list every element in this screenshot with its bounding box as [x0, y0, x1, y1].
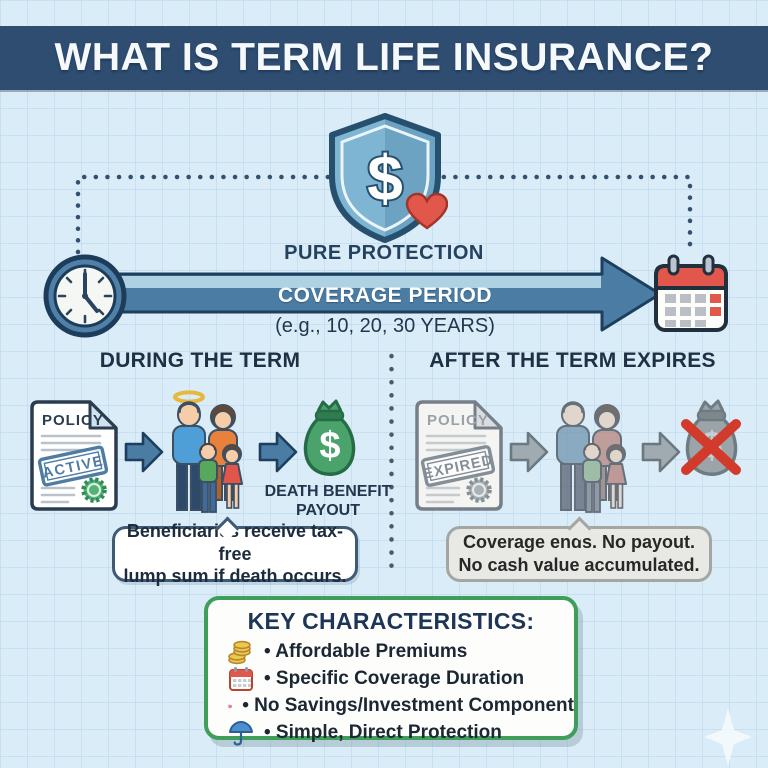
list-item: • Simple, Direct Protection — [228, 720, 574, 746]
halo-icon — [173, 390, 205, 404]
coverage-period-label: COVERAGE PERIOD — [277, 284, 493, 307]
clock-icon — [43, 254, 127, 338]
red-x-icon — [681, 419, 741, 475]
flow-arrow — [258, 431, 298, 473]
death-benefit-payout-label: DEATH BENEFIT PAYOUT — [264, 483, 392, 520]
money-bag-icon: $ — [303, 399, 356, 476]
list-item: • Affordable Premiums — [228, 639, 574, 665]
flow-arrow-gray — [509, 431, 549, 473]
umbrella-icon — [229, 721, 253, 746]
family-beneficiaries-icon — [172, 390, 243, 513]
pure-protection-label: PURE PROTECTION — [284, 242, 484, 264]
heart-icon — [405, 192, 448, 230]
coins-icon — [228, 640, 251, 665]
during-term-header: DURING THE TERM — [99, 349, 301, 372]
coverage-ends-note: Coverage ends. No payout. No cash value … — [446, 526, 712, 582]
list-item: • Specific Coverage Duration — [228, 666, 574, 692]
calendar-icon — [229, 667, 253, 691]
beneficiaries-note-bubble: Beneficiaries receive tax-free lump sum … — [112, 521, 358, 586]
key-characteristics-card: KEY CHARACTERISTICS: • Affordable Premiu… — [204, 596, 578, 746]
dollar-sign: $ — [367, 142, 403, 214]
policy-document-expired: POLICY EXPIRED — [415, 400, 503, 511]
policy-document-active: POLICY ACTIVE — [30, 400, 118, 511]
expired-stamp: EXPIRED — [420, 445, 496, 487]
shield-dollar-heart-icon: $ — [329, 113, 448, 243]
title-banner: WHAT IS TERM LIFE INSURANCE? — [0, 26, 768, 90]
key-characteristics-title: KEY CHARACTERISTICS: — [247, 608, 535, 634]
flow-arrow — [124, 431, 164, 473]
calendar-icon — [654, 254, 728, 332]
piggy-bank-icon — [228, 704, 233, 709]
page-title: WHAT IS TERM LIFE INSURANCE? — [54, 36, 714, 79]
policy-label: POLICY — [427, 412, 489, 429]
after-term-header: AFTER THE TERM EXPIRES — [429, 349, 716, 372]
family-faded-icon — [546, 388, 640, 518]
money-bag-crossed-icon: $ — [681, 399, 741, 476]
active-stamp: ACTIVE — [37, 445, 109, 487]
coverage-period-sublabel: (e.g., 10, 20, 30 YEARS) — [275, 315, 495, 337]
sparkle-icon — [704, 708, 752, 766]
dollar-sign: $ — [319, 425, 340, 467]
flow-arrow-gray — [641, 431, 681, 473]
policy-label: POLICY — [42, 412, 104, 429]
list-item: • No Savings/Investment Component — [228, 693, 574, 719]
coverage-period-arrow — [106, 256, 662, 332]
